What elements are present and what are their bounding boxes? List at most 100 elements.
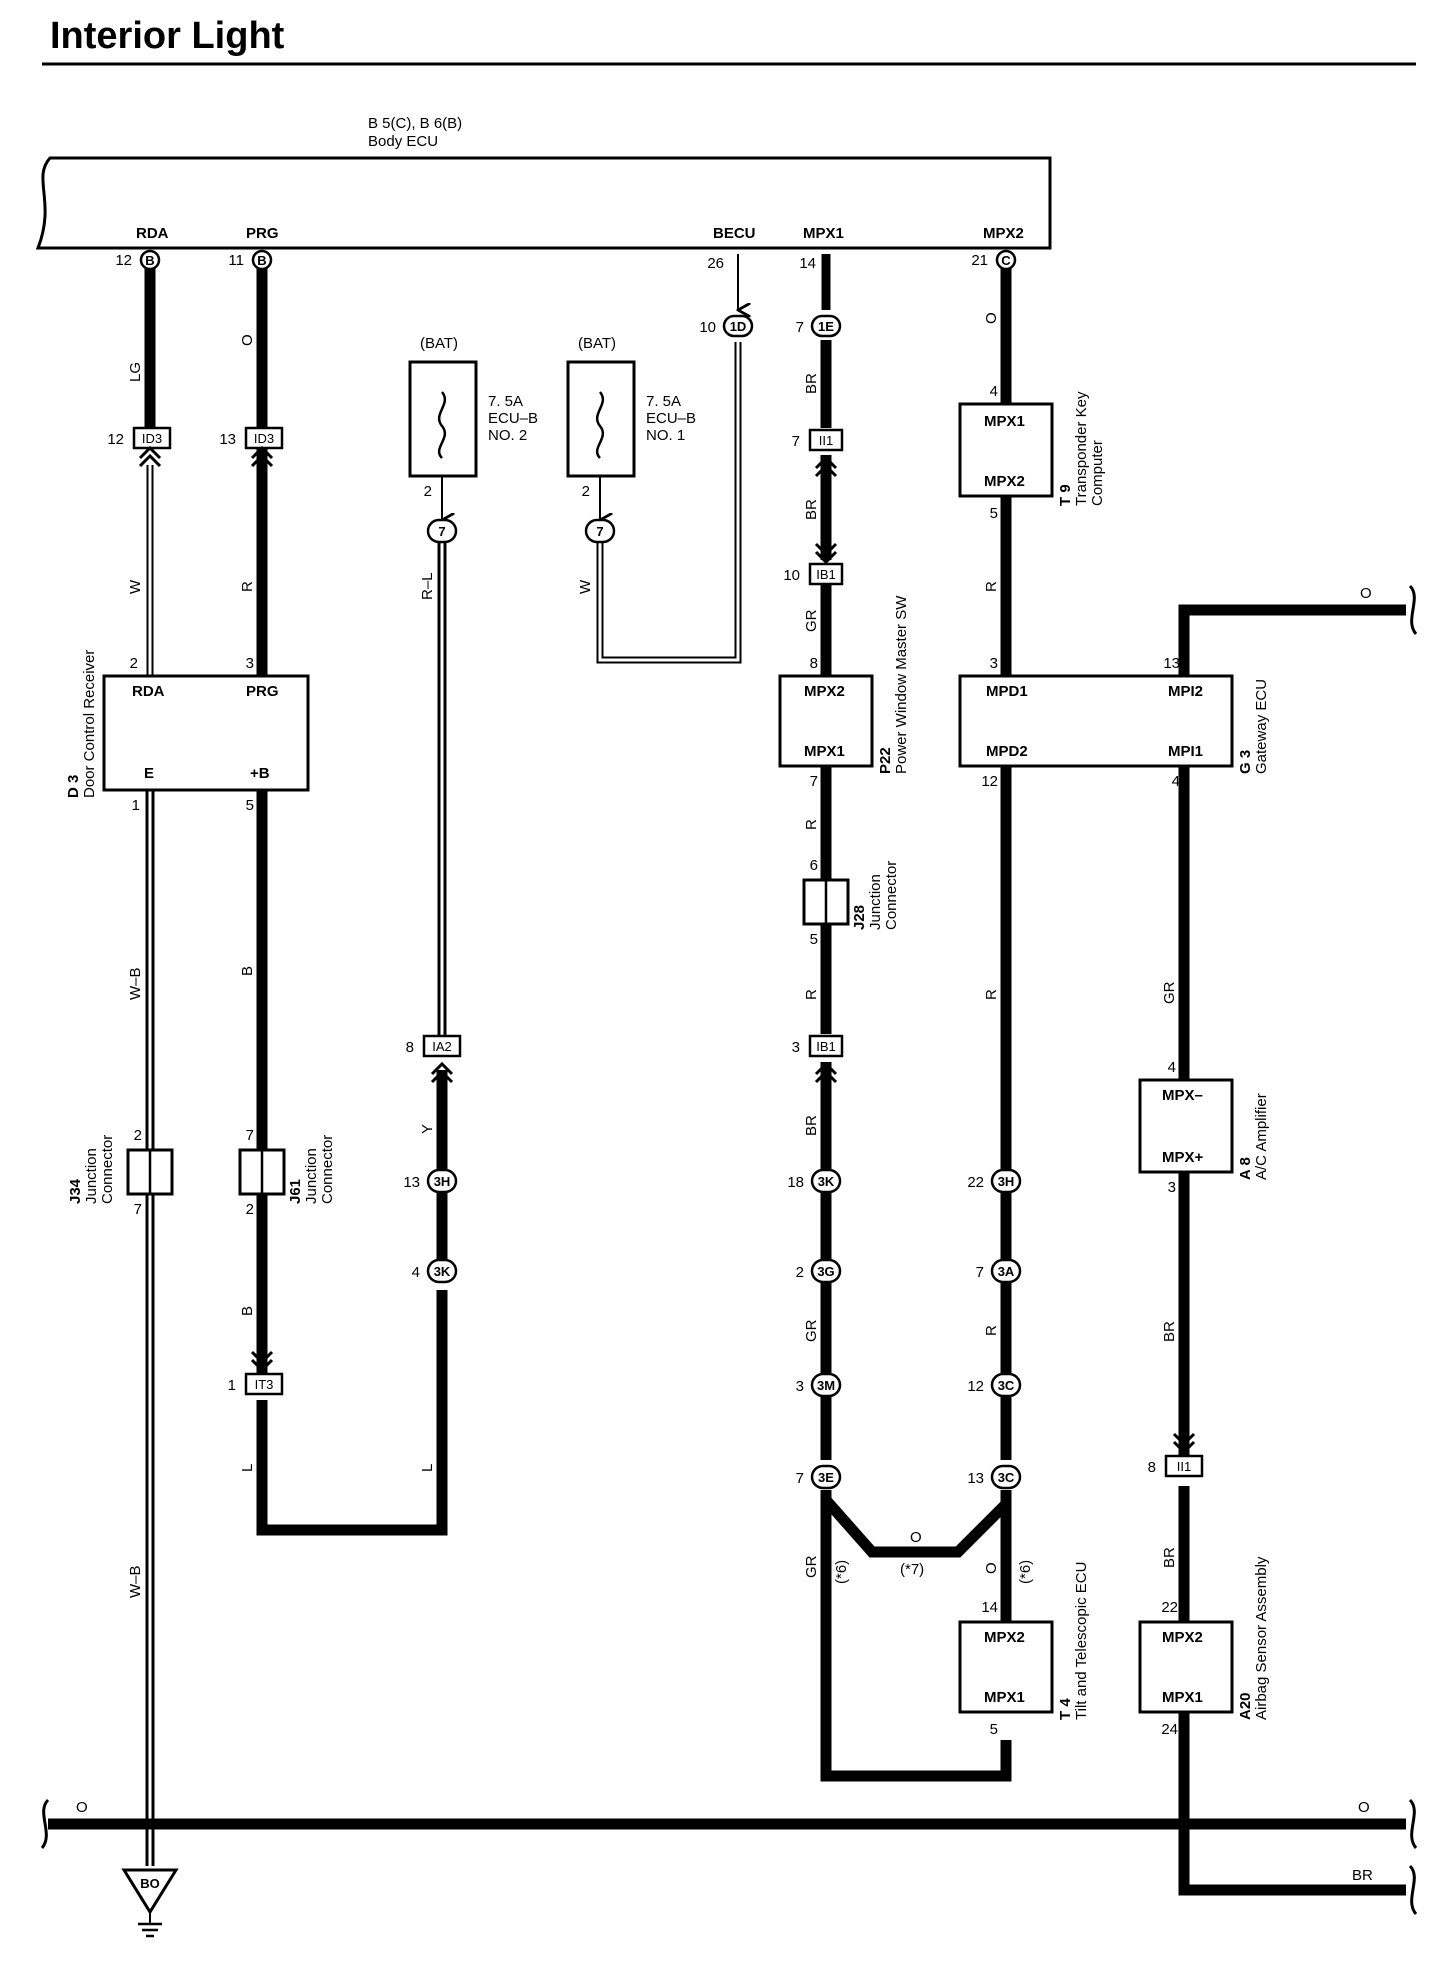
connector-3m-label: 3M (817, 1378, 835, 1393)
pin-3g: 2 (796, 1264, 804, 1281)
gw-pin-3: 3 (990, 655, 998, 672)
chevron-ia2-1 (430, 1061, 454, 1076)
fuse2-icon (437, 391, 447, 459)
wire-label-wb-1: W–B (127, 967, 144, 1000)
connector-3c-lower (990, 1464, 1022, 1490)
j34-pin-7: 7 (134, 1201, 142, 1218)
gw-code: G 3 (1237, 750, 1254, 774)
gw-terminal-mpi1: MPI1 (1168, 743, 1203, 760)
j34-name-1: Junction (83, 1148, 100, 1204)
pw-name: Power Window Master SW (893, 595, 910, 774)
connector-ib1-lower-label: IB1 (816, 1039, 836, 1054)
body-ecu-conn-mpx2-letter: C (1001, 253, 1011, 268)
pin-3h-left: 13 (403, 1174, 420, 1191)
dcr-pin-e: 1 (132, 797, 140, 814)
break-mark-left (40, 1798, 50, 1849)
gw-terminal-mpi2: MPI2 (1168, 683, 1203, 700)
connector-3a-label: 3A (998, 1264, 1015, 1279)
airbag-pin-22: 22 (1161, 1599, 1178, 1616)
connector-it3 (244, 1372, 284, 1396)
fuse1-icon (595, 391, 605, 459)
pin-it3: 1 (228, 1377, 236, 1394)
ground-bo-triangle (121, 1868, 179, 1915)
pw-code: P22 (877, 747, 894, 774)
wire-label-o-prg: O (239, 334, 256, 346)
wire-gr-loop (820, 1490, 1012, 1782)
chevron-id3-prg-1 (250, 453, 274, 468)
wire-mpi2-o (1178, 604, 1406, 676)
body-ecu-terminal-mpx1: MPX1 (803, 225, 844, 242)
connector-1d (722, 314, 754, 338)
pin-3a: 7 (976, 1264, 984, 1281)
transponder-terminal-mpx1: MPX1 (984, 413, 1025, 430)
fuse1-rating: 7. 5A (646, 393, 681, 410)
wire-label-lg: LG (127, 362, 144, 382)
break-mark-right-bus (1408, 1798, 1418, 1849)
j61-pin-7: 7 (246, 1127, 254, 1144)
body-ecu-conn-mpx2 (995, 249, 1017, 271)
pw-terminal-mpx1: MPX1 (804, 743, 845, 760)
dcr-pin-rda: 2 (130, 655, 138, 672)
wire-label-l-2: L (419, 1464, 436, 1472)
body-ecu-conn-prg-letter: B (257, 253, 266, 268)
tilt-box (958, 1620, 1054, 1714)
body-ecu-pin-mpx2: 21 (971, 252, 988, 269)
fuse2-box (408, 360, 478, 478)
wire-label-o-bus-right: O (1358, 1799, 1370, 1816)
body-ecu-pin-mpx1: 14 (799, 255, 816, 272)
connector-3k-left (426, 1258, 458, 1284)
wire-label-br-ac: BR (1161, 1321, 1178, 1342)
j28-code: J28 (851, 905, 868, 930)
pin-3m: 3 (796, 1378, 804, 1395)
connector-3h-left-label: 3H (434, 1174, 451, 1189)
ac-amp-box (1138, 1078, 1234, 1174)
wire-label-r-j28: R (803, 989, 820, 1000)
j61-pin-2: 2 (246, 1201, 254, 1218)
wire-l-loop (256, 1290, 448, 1536)
wire-label-r-prg: R (239, 581, 256, 592)
wire-label-l-1: L (239, 1464, 256, 1472)
tilt-pin-5: 5 (990, 1721, 998, 1738)
transponder-pin-4: 4 (990, 383, 998, 400)
tilt-name: Tilt and Telescopic ECU (1073, 1562, 1090, 1720)
ac-code: A 8 (1237, 1157, 1254, 1180)
door-control-receiver-box (102, 674, 310, 792)
chevron-it3-2 (250, 1358, 274, 1373)
chevron-ii1-right-1 (1172, 1432, 1196, 1447)
connector-1e (810, 314, 842, 338)
page-title: Interior Light (50, 15, 285, 57)
pin-3k-mid: 18 (787, 1174, 804, 1191)
gw-pin-12: 12 (981, 773, 998, 790)
body-ecu-terminal-mpx2: MPX2 (983, 225, 1024, 242)
connector-id3-rda-label: ID3 (142, 431, 162, 446)
fuse2-number: NO. 2 (488, 427, 527, 444)
fuse2-conn (426, 518, 458, 544)
ground-bo-label: BO (140, 1876, 160, 1891)
wire-label-r-p22: R (803, 819, 820, 830)
j28-pin-6: 6 (810, 857, 818, 874)
connector-3g (810, 1258, 842, 1284)
break-mark-right-br (1408, 1864, 1418, 1915)
body-ecu-pin-rda: 12 (115, 252, 132, 269)
connector-3m (810, 1372, 842, 1398)
tilt-pin-14: 14 (981, 1599, 998, 1616)
connector-3k-left-label: 3K (434, 1264, 451, 1279)
fuse2-rating: 7. 5A (488, 393, 523, 410)
wire-w-loop-inner (598, 342, 740, 662)
connector-it3-label: IT3 (255, 1377, 274, 1392)
connector-ii1-right-label: II1 (1177, 1459, 1191, 1474)
pin-ii1-right: 8 (1148, 1459, 1156, 1476)
fuse2-pin: 2 (424, 483, 432, 500)
fuse2-source: (BAT) (420, 335, 458, 352)
pw-pin-8: 8 (810, 655, 818, 672)
wire-label-gr-3: GR (803, 1555, 820, 1578)
j28-pin-5: 5 (810, 931, 818, 948)
fuse2-conn-label: 7 (438, 524, 445, 539)
tilt-code: T 4 (1057, 1698, 1074, 1720)
dcr-terminal-prg: PRG (246, 683, 279, 700)
fuse1-conn-label: 7 (596, 524, 603, 539)
body-ecu-name: Body ECU (368, 133, 438, 150)
tilt-terminal-mpx2: MPX2 (984, 1629, 1025, 1646)
dcr-name: Door Control Receiver (81, 650, 98, 798)
